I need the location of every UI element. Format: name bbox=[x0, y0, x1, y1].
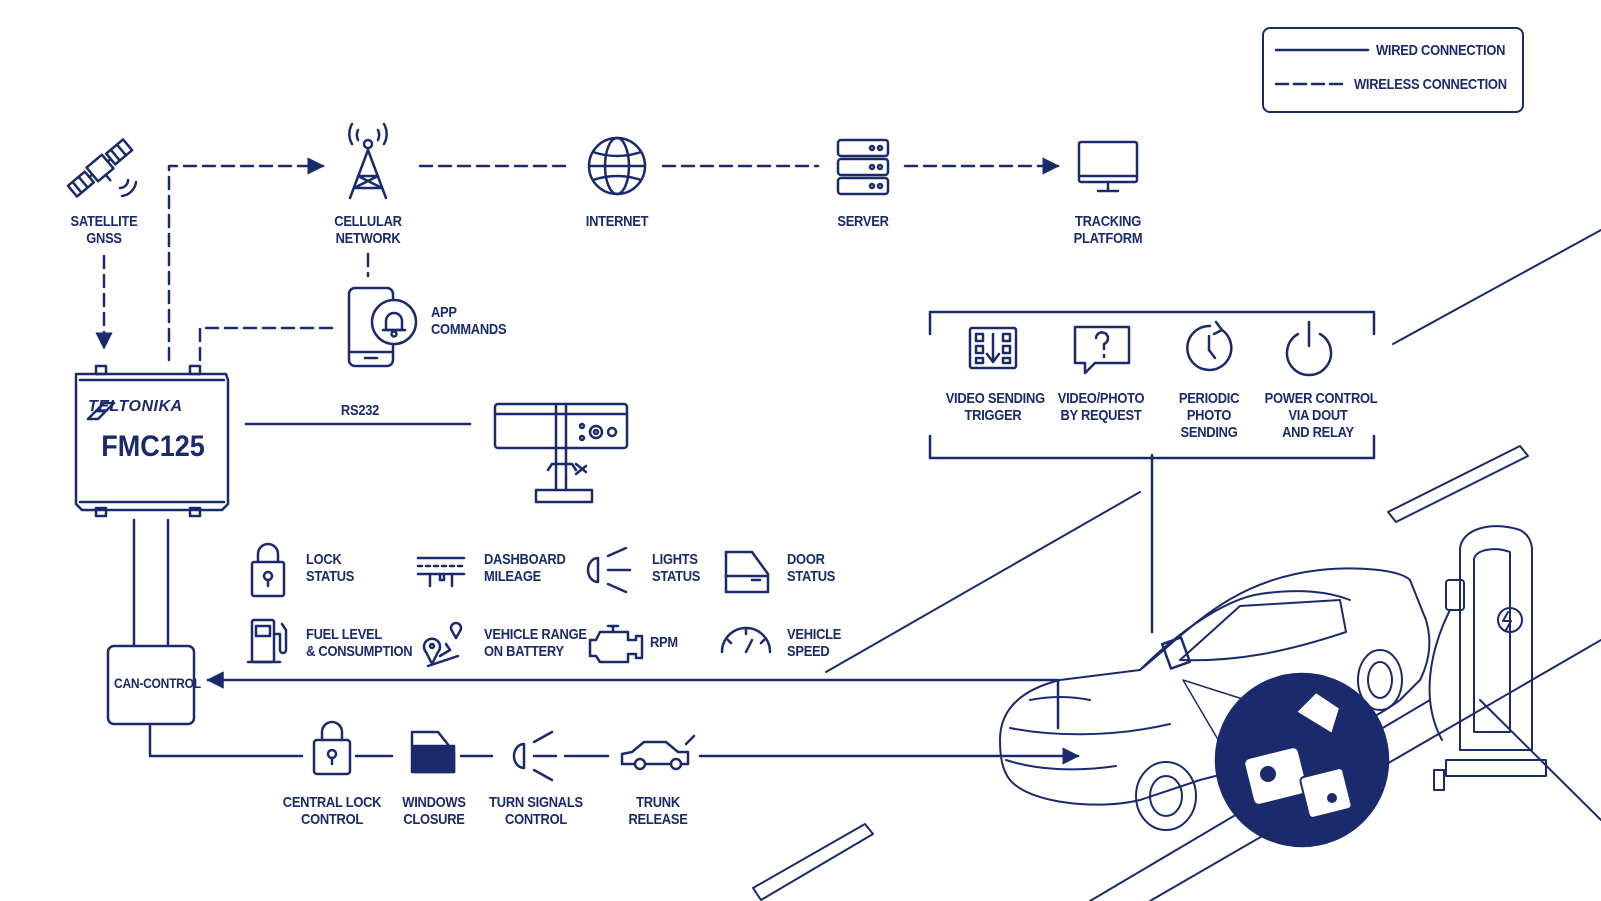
camera-inset-device bbox=[1243, 691, 1353, 819]
server-icon bbox=[836, 138, 890, 196]
phone-bell-icon bbox=[347, 286, 418, 368]
rpm-label: RPM bbox=[650, 634, 678, 651]
cell-tower-icon bbox=[348, 122, 388, 200]
device-model: FMC125 bbox=[101, 430, 205, 463]
dashboard-mileage-icon bbox=[416, 556, 466, 588]
fuel-level-label: FUEL LEVEL& CONSUMPTION bbox=[306, 626, 413, 660]
signal-arc bbox=[118, 178, 130, 190]
charging-station-icon bbox=[1428, 525, 1547, 791]
feature-bracket-bottom bbox=[928, 434, 1376, 460]
legend-wireless-label: WIRELESS CONNECTION bbox=[1354, 76, 1507, 93]
lock-status-icon bbox=[250, 542, 286, 598]
lights-status-icon bbox=[586, 546, 632, 594]
device-to-cellular-link bbox=[167, 157, 325, 362]
legend bbox=[1262, 27, 1524, 113]
video-trigger-icon bbox=[968, 326, 1018, 370]
server-label: SERVER bbox=[837, 213, 889, 230]
video-photo-request-icon bbox=[1073, 325, 1131, 375]
vehicle-speed-icon bbox=[720, 626, 772, 654]
car-to-can-line bbox=[206, 671, 1060, 730]
turn-signals-icon bbox=[512, 730, 558, 782]
periodic-timer-icon bbox=[1186, 320, 1233, 372]
rpm-engine-icon bbox=[588, 624, 644, 664]
device-brand: TELTONIKA bbox=[88, 398, 183, 415]
power-icon bbox=[1285, 320, 1333, 377]
can-control-label: CAN-CONTROL bbox=[114, 675, 201, 691]
vehicle-range-icon bbox=[422, 621, 463, 668]
camera-inset-circle bbox=[1214, 672, 1390, 848]
legend-wired-label: WIRED CONNECTION bbox=[1376, 42, 1506, 59]
satellite-icon bbox=[66, 138, 134, 198]
can-to-controls-line bbox=[148, 724, 304, 758]
internet-label: INTERNET bbox=[585, 213, 649, 230]
feature-bracket-top bbox=[928, 310, 1376, 336]
app-to-device-link bbox=[198, 326, 337, 362]
signal-arc-2 bbox=[120, 180, 138, 198]
can-control-box bbox=[106, 644, 196, 726]
fuel-level-icon bbox=[246, 618, 288, 664]
windshield-camera bbox=[1160, 636, 1192, 670]
door-status-icon bbox=[724, 550, 770, 594]
central-lock-icon bbox=[312, 720, 352, 776]
monitor-icon bbox=[1077, 140, 1139, 193]
windows-closure-icon bbox=[410, 730, 456, 774]
trunk-release-icon bbox=[620, 734, 696, 771]
car-outline bbox=[999, 567, 1431, 831]
rs232-label: RS232 bbox=[340, 402, 380, 419]
fmc125-device-outline bbox=[74, 364, 230, 518]
dashcam-icon bbox=[493, 402, 629, 504]
globe-icon bbox=[587, 136, 647, 196]
